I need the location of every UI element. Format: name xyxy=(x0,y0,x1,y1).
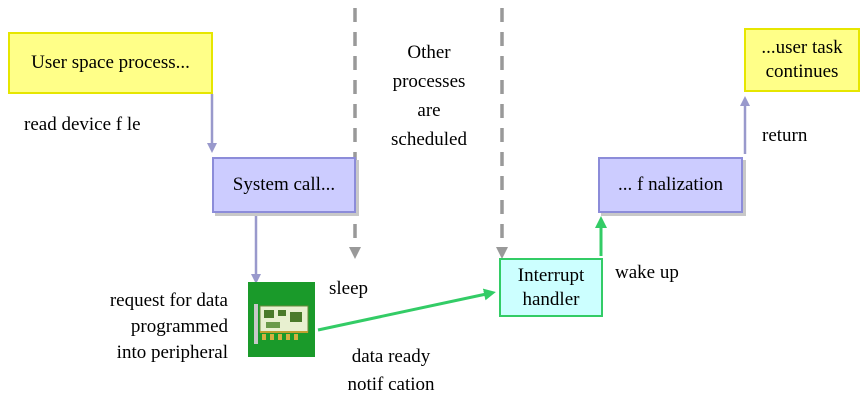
request-line3: into peripheral xyxy=(116,342,228,363)
wake-up-label: wake up xyxy=(615,262,679,283)
data-ready-label: data ready notif cation xyxy=(346,345,436,397)
system-call-label: System call... xyxy=(232,174,336,195)
interrupt-line2: handler xyxy=(522,288,580,310)
request-line2: programmed xyxy=(130,316,228,337)
interrupt-handler-box: Interrupt handler xyxy=(499,258,603,317)
user-continues-line1: ...user task xyxy=(761,37,843,58)
request-label: request for data programmed into periphe… xyxy=(60,288,228,366)
interrupt-line1: Interrupt xyxy=(517,264,585,286)
scheduler-line4: scheduled xyxy=(391,129,467,150)
user-process-label: User space process... xyxy=(31,52,190,73)
system-call-box: System call... xyxy=(212,157,356,213)
read-device-label: read device f le xyxy=(24,114,141,135)
return-label: return xyxy=(762,125,808,146)
scheduler-line2: processes xyxy=(392,71,466,92)
scheduler-line3: are xyxy=(417,100,441,121)
finalization-box: ... f nalization xyxy=(598,157,743,213)
scheduler-line1: Other xyxy=(407,42,451,63)
circuit-board-icon xyxy=(248,282,315,357)
request-line1: request for data xyxy=(109,290,228,311)
finalization-label: ... f nalization xyxy=(618,174,723,195)
arrow-data-ready xyxy=(317,288,496,332)
data-ready-line2: notif cation xyxy=(347,374,435,395)
user-continues-line2: continues xyxy=(765,61,839,82)
data-ready-line1: data ready xyxy=(351,346,431,367)
user-process-box: User space process... xyxy=(8,32,213,94)
user-continues-box: ...user task continues xyxy=(744,28,860,92)
scheduler-label: Other processes are scheduled xyxy=(372,38,486,154)
sleep-label: sleep xyxy=(329,278,369,299)
